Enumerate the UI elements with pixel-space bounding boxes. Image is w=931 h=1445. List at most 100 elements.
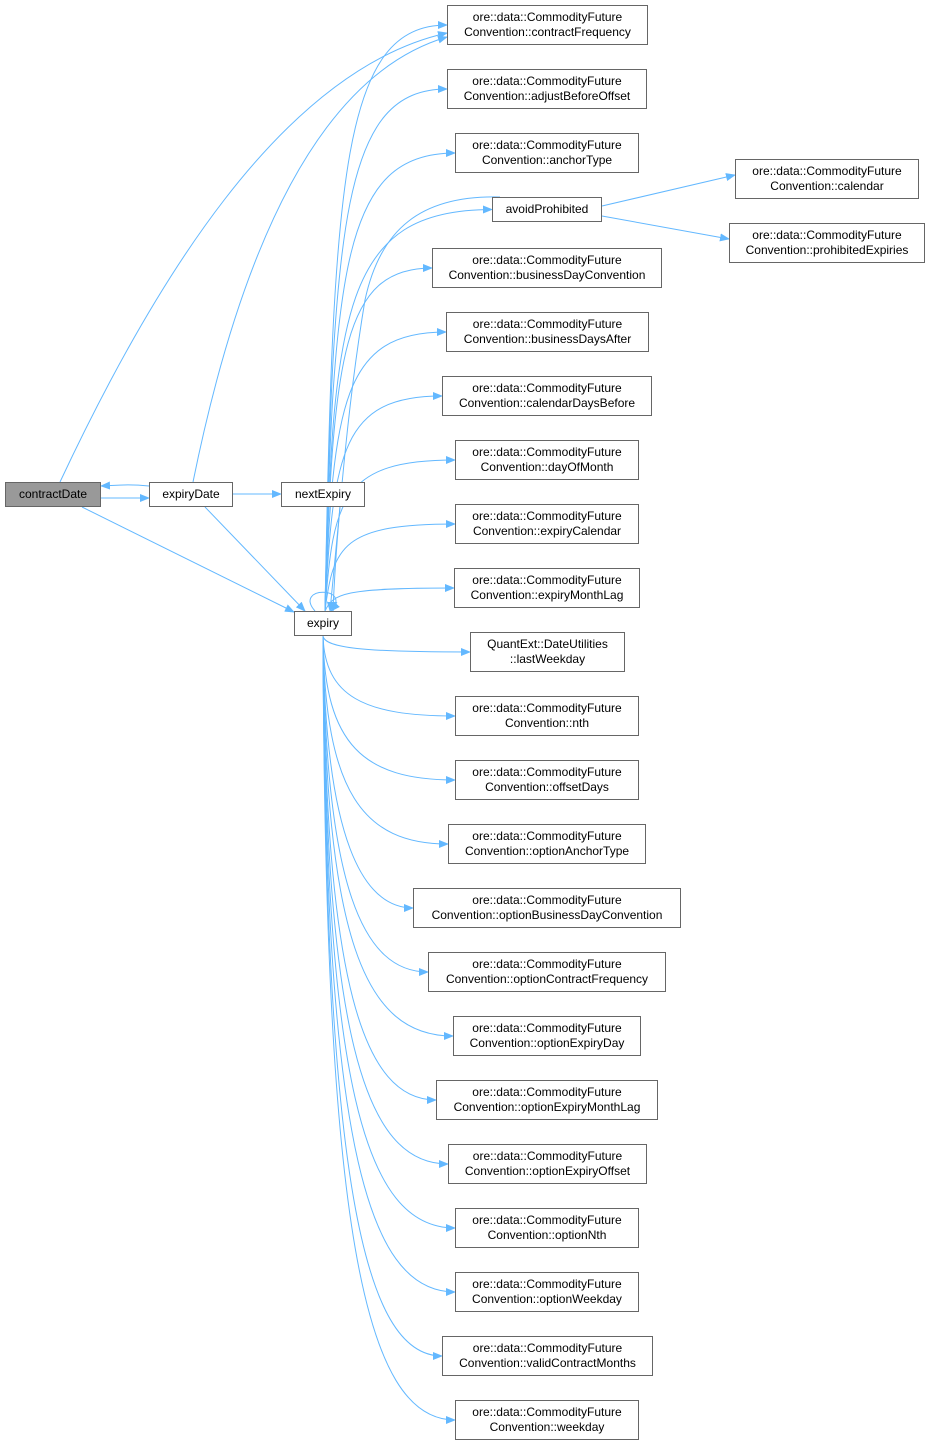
edge-expiry-to-lastWeekday — [322, 635, 471, 656]
edge-expiry-to-expiryCalendar — [324, 520, 456, 612]
edge-contractDate-to-expiry — [81, 506, 295, 613]
node-label-line: Convention::optionWeekday — [472, 1292, 622, 1306]
edge-expiry-to-optionExpiryDay — [322, 635, 454, 1040]
node-label-line: Convention::adjustBeforeOffset — [463, 89, 631, 103]
node-label-line: ore::data::CommodityFuture — [472, 74, 622, 88]
node-label-line: Convention::weekday — [489, 1420, 605, 1434]
node-label-line: ore::data::CommodityFuture — [752, 228, 902, 242]
node-label-line: ore::data::CommodityFuture — [472, 253, 622, 267]
node-label-line: QuantExt::DateUtilities — [487, 637, 608, 651]
edge-expiry-to-validContractMonths — [322, 635, 443, 1360]
node-label-line: Convention::prohibitedExpiries — [745, 243, 909, 257]
node-label-line: expiry — [306, 616, 339, 630]
edge-expiry-to-expiryMonthLag — [324, 584, 455, 612]
node-label-line: ::lastWeekday — [509, 652, 586, 666]
edge-expiry-to-optionContractFrequency — [322, 635, 429, 976]
node-label-line: ore::data::CommodityFuture — [472, 1277, 622, 1291]
node-label-line: ore::data::CommodityFuture — [472, 701, 622, 715]
node-label-line: Convention::validContractMonths — [459, 1356, 636, 1370]
edge-avoidProhibited-to-calendar — [601, 173, 736, 207]
edge-expiry-to-contractFrequency — [324, 21, 448, 612]
node-label-line: ore::data::CommodityFuture — [472, 1341, 623, 1355]
node-label-line: Convention::optionExpiryMonthLag — [453, 1100, 641, 1114]
node-label-line: ore::data::CommodityFuture — [472, 138, 622, 152]
edge-expiry-to-nth — [322, 635, 456, 720]
node-label-line: Convention::optionExpiryDay — [469, 1036, 625, 1050]
node-contractDate[interactable]: contractDate — [5, 482, 101, 507]
node-label-line: ore::data::CommodityFuture — [752, 164, 902, 178]
node-label-line: ore::data::CommodityFuture — [472, 509, 622, 523]
node-lastWeekday[interactable]: QuantExt::DateUtilities::lastWeekday — [470, 632, 625, 672]
node-nextExpiry[interactable]: nextExpiry — [281, 482, 365, 507]
edge-expiryDate-to-expiry — [204, 506, 306, 612]
node-label-line: Convention::optionBusinessDayConvention — [431, 908, 663, 922]
node-label-line: Convention::dayOfMonth — [480, 460, 614, 474]
edge-expiry-to-businessDaysAfter — [324, 328, 447, 612]
node-expiryDate[interactable]: expiryDate — [149, 482, 233, 507]
node-avoidProhibited[interactable]: avoidProhibited — [492, 197, 602, 222]
node-label-line: avoidProhibited — [505, 202, 589, 216]
node-label-line: ore::data::CommodityFuture — [472, 893, 622, 907]
edge-expiry-to-weekday — [322, 635, 456, 1424]
edge-expiry-to-anchorType — [324, 149, 456, 612]
edge-expiry-to-optionNth — [322, 635, 456, 1232]
edge-expiry-to-expiry — [309, 591, 340, 612]
edge-expiry-to-offsetDays — [322, 635, 456, 784]
edge-expiry-to-optionAnchorType — [322, 635, 449, 848]
edge-expiryDate-to-contractDate — [100, 481, 150, 490]
node-label-line: ore::data::CommodityFuture — [472, 317, 623, 331]
node-label-line: ore::data::CommodityFuture — [472, 765, 622, 779]
node-label-line: ore::data::CommodityFuture — [472, 10, 623, 24]
node-label-line: ore::data::CommodityFuture — [472, 1149, 623, 1163]
node-label-line: ore::data::CommodityFuture — [472, 829, 622, 843]
edge-expiry-to-calendarDaysBefore — [324, 392, 443, 612]
edge-expiry-to-optionBusinessDayConvention — [322, 635, 414, 912]
node-label-line: Convention::optionContractFrequency — [445, 972, 649, 986]
node-label-line: Convention::calendar — [770, 179, 884, 193]
node-label-line: Convention::offsetDays — [485, 780, 609, 794]
node-expiry[interactable]: expiry — [294, 611, 352, 636]
node-label-line: Convention::optionExpiryOffset — [464, 1164, 631, 1178]
node-label-line: ore::data::CommodityFuture — [472, 957, 622, 971]
node-label-line: ore::data::CommodityFuture — [472, 381, 622, 395]
node-label-line: Convention::optionAnchorType — [464, 844, 630, 858]
node-label-line: Convention::contractFrequency — [464, 25, 631, 39]
edge-avoidProhibited-to-expiry — [329, 196, 501, 612]
edge-expiry-to-businessDayConvention — [324, 264, 433, 612]
edge-expiry-to-adjustBeforeOffset — [324, 85, 448, 612]
node-label-line: Convention::businessDayConvention — [448, 268, 646, 282]
node-label-line: ore::data::CommodityFuture — [472, 1021, 622, 1035]
node-label-line: expiryDate — [162, 487, 220, 501]
edge-expiry-to-optionExpiryOffset — [322, 635, 449, 1168]
node-label-line: ore::data::CommodityFuture — [472, 445, 622, 459]
node-label-line: Convention::optionNth — [487, 1228, 607, 1242]
node-label-line: Convention::calendarDaysBefore — [458, 396, 636, 410]
edge-expiryDate-to-contractFrequency — [192, 35, 448, 483]
edge-expiry-to-optionExpiryMonthLag — [322, 635, 437, 1104]
